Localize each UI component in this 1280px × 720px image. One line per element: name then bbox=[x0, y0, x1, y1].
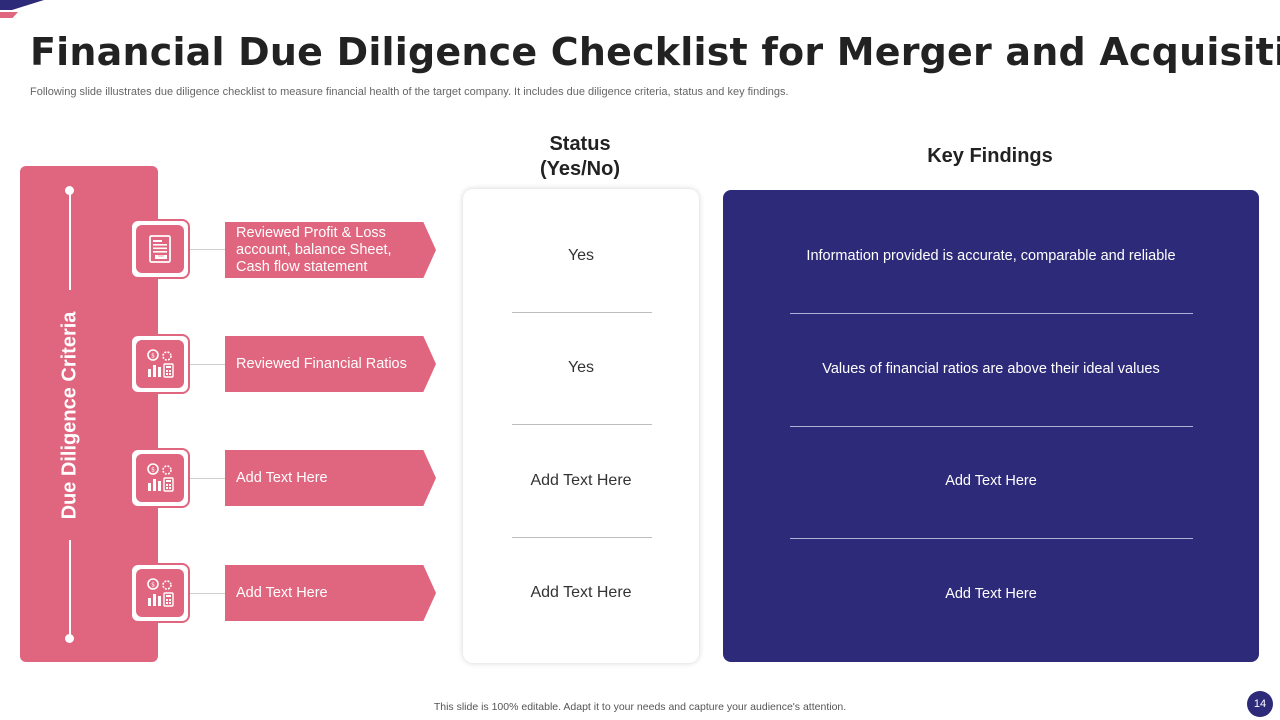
connector-line-4 bbox=[190, 593, 226, 594]
svg-text:$: $ bbox=[151, 467, 155, 474]
svg-text:$: $ bbox=[151, 353, 155, 360]
slide-title: Financial Due Diligence Checklist for Me… bbox=[30, 30, 1280, 74]
connector-line-3 bbox=[190, 478, 226, 479]
finding-divider-2 bbox=[790, 426, 1193, 427]
footer-note: This slide is 100% editable. Adapt it to… bbox=[433, 701, 847, 713]
statement-document-icon: *** bbox=[136, 225, 184, 273]
finding-value-1: Information provided is accurate, compar… bbox=[806, 248, 1176, 264]
finding-value-3: Add Text Here bbox=[945, 473, 1037, 489]
connector-line-2 bbox=[190, 364, 226, 365]
corner-decoration-navy bbox=[0, 0, 44, 10]
criteria-item-text: Reviewed Financial Ratios bbox=[236, 355, 407, 372]
criteria-item-text: Add Text Here bbox=[236, 584, 328, 601]
svg-text:***: *** bbox=[158, 255, 164, 260]
status-value-3: Add Text Here bbox=[530, 472, 632, 489]
status-card bbox=[463, 189, 699, 663]
status-divider-3 bbox=[512, 537, 652, 538]
criteria-label-wrap: Due Diligence Criteria bbox=[50, 290, 90, 540]
criteria-item-3: Add Text Here bbox=[225, 450, 436, 506]
finance-analysis-icon: $ bbox=[136, 340, 184, 388]
timeline-dot-bottom bbox=[65, 634, 74, 643]
finding-divider-3 bbox=[790, 538, 1193, 539]
criteria-item-text: Add Text Here bbox=[236, 469, 328, 486]
finance-analysis-icon: $ bbox=[136, 569, 184, 617]
corner-decoration-pink bbox=[0, 12, 18, 18]
status-value-2: Yes bbox=[567, 359, 595, 376]
finding-divider-1 bbox=[790, 313, 1193, 314]
criteria-icon-box-3: $ bbox=[130, 448, 190, 508]
status-divider-1 bbox=[512, 312, 652, 313]
finding-value-4: Add Text Here bbox=[945, 586, 1037, 602]
status-value-4: Add Text Here bbox=[530, 584, 632, 601]
connector-line-1 bbox=[190, 249, 226, 250]
criteria-label: Due Diligence Criteria bbox=[58, 311, 81, 519]
criteria-item-4: Add Text Here bbox=[225, 565, 436, 621]
criteria-icon-box-2: $ bbox=[130, 334, 190, 394]
status-heading-line1: Status bbox=[549, 133, 611, 155]
finance-analysis-icon: $ bbox=[136, 454, 184, 502]
criteria-item-text: Reviewed Profit & Loss account, balance … bbox=[236, 224, 392, 275]
status-heading-line2: (Yes/No) bbox=[539, 158, 621, 180]
criteria-icon-box-4: $ bbox=[130, 563, 190, 623]
findings-heading: Key Findings bbox=[927, 145, 1053, 167]
criteria-icon-box-1: *** bbox=[130, 219, 190, 279]
page-number-badge: 14 bbox=[1247, 691, 1273, 717]
status-value-1: Yes bbox=[567, 247, 595, 264]
finding-value-2: Values of financial ratios are above the… bbox=[822, 361, 1160, 377]
svg-text:$: $ bbox=[151, 582, 155, 589]
status-divider-2 bbox=[512, 424, 652, 425]
status-heading: Status (Yes/No) bbox=[505, 132, 655, 182]
slide-subtitle: Following slide illustrates due diligenc… bbox=[30, 86, 789, 98]
criteria-item-2: Reviewed Financial Ratios bbox=[225, 336, 436, 392]
timeline-dot-top bbox=[65, 186, 74, 195]
criteria-item-1: Reviewed Profit & Loss account, balance … bbox=[225, 222, 436, 278]
